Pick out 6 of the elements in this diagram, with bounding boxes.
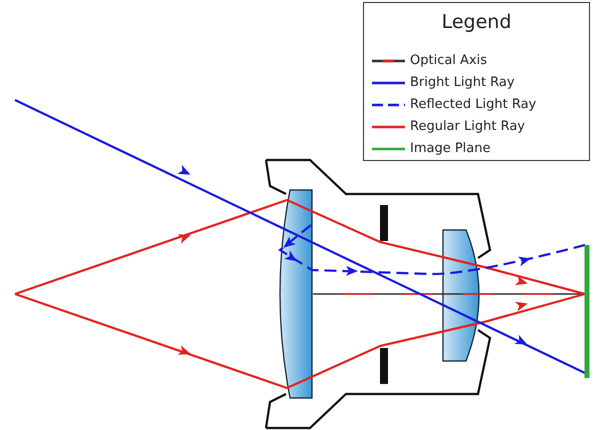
legend-label: Image Plane — [410, 141, 491, 157]
legend-label: Reflected Light Ray — [410, 97, 536, 113]
legend-label: Bright Light Ray — [410, 75, 515, 91]
legend-label: Optical Axis — [410, 53, 488, 69]
legend-title: Legend — [440, 11, 512, 33]
legend-label: Regular Light Ray — [410, 119, 525, 135]
